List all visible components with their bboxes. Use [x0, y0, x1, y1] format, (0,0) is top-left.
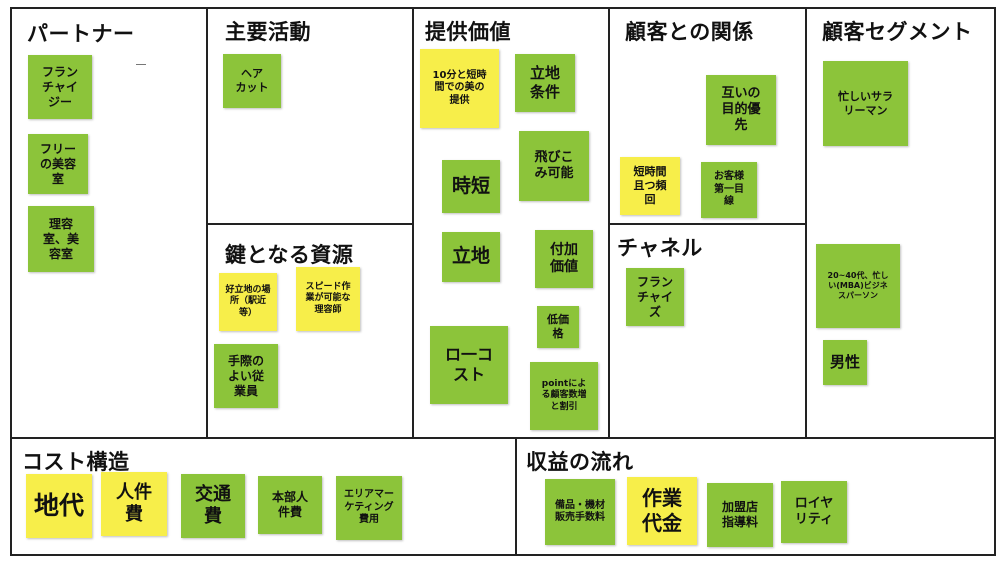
grid-line-h-relationships — [608, 223, 807, 225]
cost-note-4: 本部人 件費 — [258, 476, 322, 534]
value-note-8: ロ一コ スト — [430, 326, 508, 404]
value-note-4: 時短 — [442, 160, 500, 213]
grid-line-bottom — [10, 554, 996, 556]
cost-note-3: 交通 費 — [181, 474, 245, 538]
relationships-note-3: お客様 第一目 線 — [701, 162, 757, 218]
revenue-note-2: 作業 代金 — [627, 477, 697, 545]
value-note-6: 付加 価値 — [535, 230, 593, 288]
key-activities-note-1: ヘア カット — [223, 54, 281, 108]
value-note-5: 立地 — [442, 232, 500, 282]
cost-note-5: エリアマー ケティング 費用 — [336, 476, 402, 540]
segments-note-1: 忙しいサラ リーマン — [823, 61, 908, 146]
relationships-note-2: 短時間 且つ頻 回 — [620, 157, 680, 215]
partners-title: パートナー — [27, 22, 135, 46]
revenue-note-4: ロイヤ リティ — [781, 481, 847, 543]
channels-note-1: フラン チャイ ズ — [626, 268, 684, 326]
key-resources-note-1: 好立地の場 所（駅近 等） — [219, 273, 277, 331]
segments-note-3: 男性 — [823, 340, 867, 385]
stray-mark — [136, 64, 146, 65]
key-activities-title: 主要活動 — [225, 20, 311, 44]
grid-line-right — [994, 7, 996, 556]
customer-segments-title: 顧客セグメント — [822, 20, 973, 44]
value-note-9: pointによ る顧客数増 と割引 — [530, 362, 598, 430]
partners-note-1: フラン チャイ ジー — [28, 55, 92, 119]
grid-line-middle — [10, 437, 996, 439]
cost-structure-title: コスト構造 — [22, 450, 130, 474]
value-note-7: 低価 格 — [537, 306, 579, 348]
grid-line-top — [10, 7, 996, 9]
segments-note-2: 20~40代、忙し い(MBA)ビジネ スパーソン — [816, 244, 900, 328]
value-note-3: 飛びこ み可能 — [519, 131, 589, 201]
grid-line-h-activities — [206, 223, 414, 225]
key-resources-note-2: スピード作 業が可能な 理容師 — [296, 267, 360, 331]
cost-note-1: 地代 — [26, 474, 92, 538]
partners-note-3: 理容 室、美 容室 — [28, 206, 94, 272]
revenue-note-3: 加盟店 指導料 — [707, 483, 773, 547]
customer-relationships-title: 顧客との関係 — [625, 20, 754, 44]
partners-note-2: フリー の美容 室 — [28, 134, 88, 194]
grid-line-left — [10, 7, 12, 556]
value-note-2: 立地 条件 — [515, 54, 575, 112]
key-resources-note-3: 手際の よい従 業員 — [214, 344, 278, 408]
value-propositions-title: 提供価値 — [425, 20, 511, 44]
cost-note-2: 人件 費 — [101, 472, 167, 536]
grid-line-v5 — [515, 437, 517, 556]
relationships-note-1: 互いの 目的優 先 — [706, 75, 776, 145]
revenue-note-1: 備品・機材 販売手数料 — [545, 479, 615, 545]
value-note-1: 10分と短時 間での美の 提供 — [420, 49, 499, 128]
key-resources-title: 鍵となる資源 — [225, 243, 354, 267]
channels-title: チャネル — [617, 236, 703, 260]
revenue-streams-title: 収益の流れ — [526, 450, 634, 474]
